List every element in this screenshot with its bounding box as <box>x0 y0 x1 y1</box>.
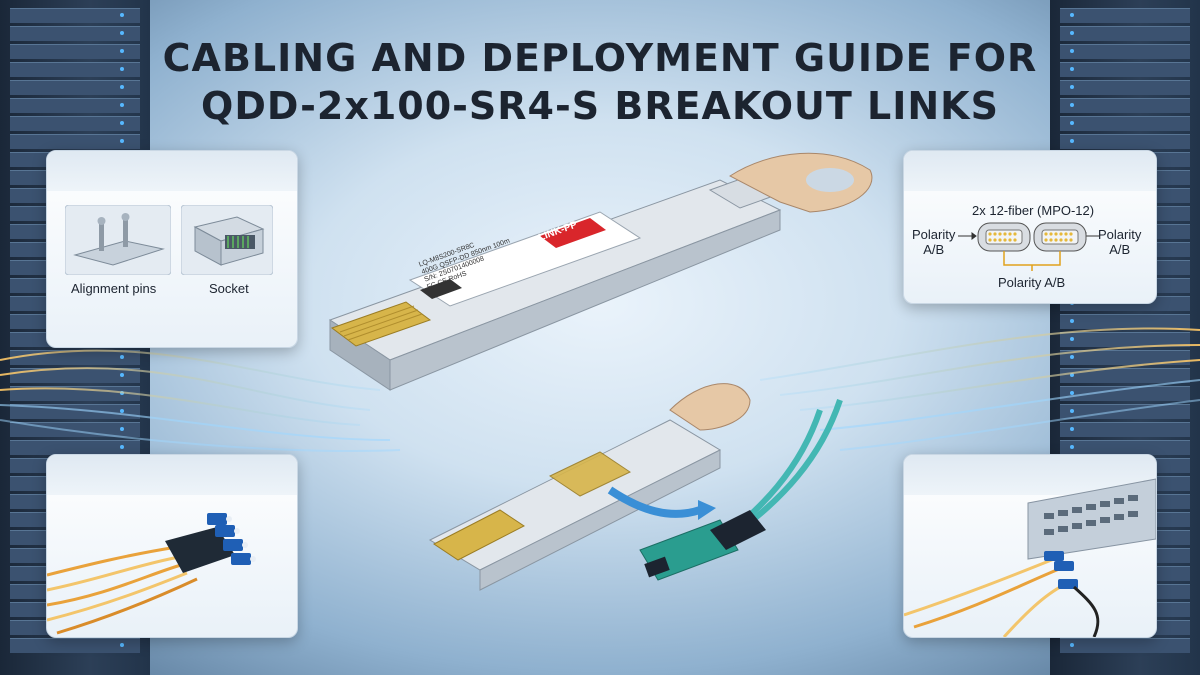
rack-led <box>120 139 124 143</box>
rack-slot <box>10 98 140 113</box>
rack-led <box>1070 49 1074 53</box>
rack-slot <box>1060 422 1190 437</box>
rack-led <box>1070 85 1074 89</box>
polarity-bottom-label: Polarity A/B <box>998 275 1066 290</box>
rack-led <box>120 13 124 17</box>
panel-band <box>47 455 297 495</box>
rack-led <box>120 427 124 431</box>
rack-led <box>120 67 124 71</box>
alignment-pins-illustration <box>65 205 171 275</box>
rack-slot <box>1060 368 1190 383</box>
rack-slot <box>1060 8 1190 23</box>
rack-led <box>120 85 124 89</box>
panel-band <box>47 151 297 191</box>
rack-led <box>120 373 124 377</box>
rack-led <box>1070 445 1074 449</box>
panel-mpo-polarity: 2x 12-fiber (MPO-12) Polarity A/B Polari… <box>903 150 1157 304</box>
rack-led <box>1070 337 1074 341</box>
label-socket: Socket <box>209 281 249 296</box>
rack-led <box>1070 139 1074 143</box>
rack-slot <box>10 134 140 149</box>
rack-slot <box>1060 116 1190 131</box>
rack-led <box>120 445 124 449</box>
polarity-right-label: Polarity A/B <box>1098 227 1141 257</box>
rack-slot <box>10 26 140 41</box>
rack-slot <box>10 638 140 653</box>
rack-slot <box>10 116 140 131</box>
rack-led <box>120 121 124 125</box>
rack-led <box>1070 67 1074 71</box>
poster-title-line1: CABLING AND DEPLOYMENT GUIDE FOR <box>162 36 1038 80</box>
rack-slot <box>1060 332 1190 347</box>
panel-band <box>904 151 1156 191</box>
rack-slot <box>1060 80 1190 95</box>
rack-led <box>1070 355 1074 359</box>
polarity-right-line1: Polarity <box>1098 227 1142 242</box>
rack-led <box>1070 13 1074 17</box>
rack-slot <box>10 44 140 59</box>
mpo-connectors-diagram <box>958 222 1100 271</box>
panel-alignment-socket: Alignment pins Socket <box>46 150 298 348</box>
second-module-with-mpo <box>428 383 843 591</box>
rack-led <box>120 103 124 107</box>
qsfp-dd-module <box>328 152 873 391</box>
rack-led <box>1070 373 1074 377</box>
rack-slot <box>1060 44 1190 59</box>
polarity-left-line1: Polarity <box>912 227 956 242</box>
lc-breakout-illustration <box>47 513 256 635</box>
rack-led <box>1070 427 1074 431</box>
rack-led <box>1070 643 1074 647</box>
rack-led <box>1070 391 1074 395</box>
rack-slot <box>1060 98 1190 113</box>
rack-led <box>1070 31 1074 35</box>
rack-slot <box>1060 314 1190 329</box>
rack-led <box>1070 409 1074 413</box>
rack-led <box>120 409 124 413</box>
rack-slot <box>1060 440 1190 455</box>
rack-led <box>120 355 124 359</box>
rack-led <box>120 31 124 35</box>
rack-slot <box>1060 386 1190 401</box>
polarity-left-label: Polarity A/B <box>912 227 955 257</box>
rack-led <box>120 49 124 53</box>
mpo-header-label: 2x 12-fiber (MPO-12) <box>972 203 1095 218</box>
poster-title-line2: QDD-2x100-SR4-S BREAKOUT LINKS <box>201 84 999 128</box>
rack-slot <box>10 440 140 455</box>
rack-slot <box>1060 62 1190 77</box>
rack-led <box>1070 121 1074 125</box>
label-alignment-pins: Alignment pins <box>71 281 157 296</box>
switch-lc-illustration <box>904 478 1156 637</box>
rack-led <box>120 643 124 647</box>
rack-led <box>1070 103 1074 107</box>
rack-slot <box>10 80 140 95</box>
rack-slot <box>1060 638 1190 653</box>
rack-slot <box>1060 134 1190 149</box>
rack-slot <box>10 8 140 23</box>
rack-slot <box>10 386 140 401</box>
polarity-right-line2: A/B <box>1109 242 1131 257</box>
polarity-left-line2: A/B <box>923 242 945 257</box>
rack-led <box>1070 319 1074 323</box>
socket-illustration <box>181 205 273 275</box>
panel-lc-breakout <box>46 454 298 638</box>
rack-slot <box>1060 26 1190 41</box>
rack-slot <box>10 62 140 77</box>
rack-slot <box>1060 350 1190 365</box>
panel-switch-lc <box>903 454 1157 638</box>
